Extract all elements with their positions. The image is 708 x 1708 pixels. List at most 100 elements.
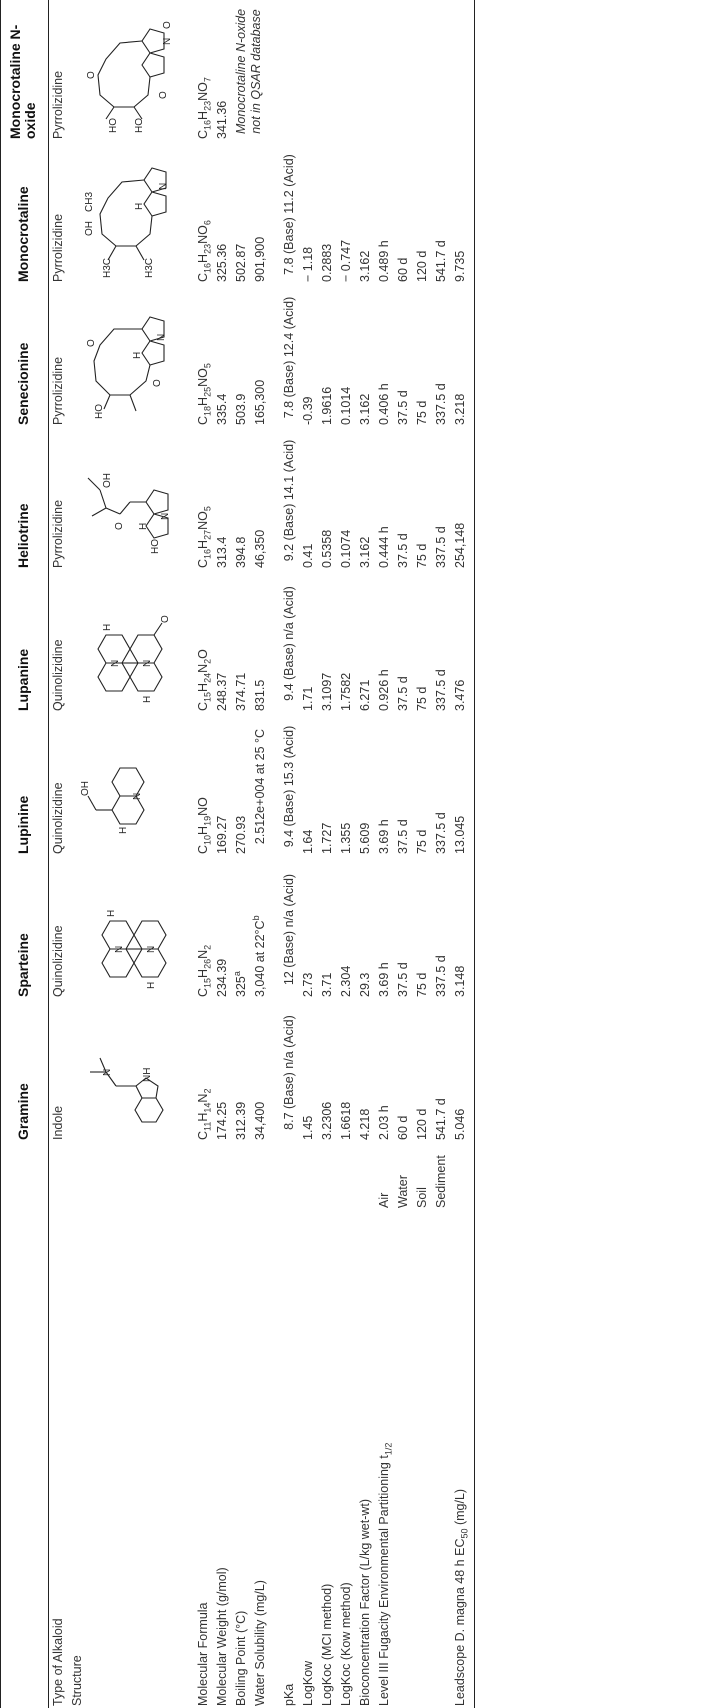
struct-label: N bbox=[158, 183, 169, 190]
cell: 29.3 bbox=[358, 972, 372, 997]
cell: 0.41 bbox=[301, 543, 315, 568]
cell-empty bbox=[375, 0, 394, 143]
cell: 3.1097 bbox=[320, 672, 334, 711]
header-lupinine: Lupinine bbox=[0, 715, 49, 858]
cell: 0.406 h bbox=[377, 383, 391, 425]
row-label: Water Solubility (mg/L) bbox=[253, 1580, 267, 1706]
struct-label: N bbox=[110, 660, 121, 667]
row-label-text: Level III Fugacity Environmental Partiti… bbox=[377, 1455, 391, 1706]
struct-label: HO bbox=[108, 118, 119, 133]
cell: 0.489 h bbox=[377, 240, 391, 282]
cell: 3.148 bbox=[451, 858, 475, 1001]
row-label-subscript: 1/2 bbox=[383, 1442, 394, 1456]
row-fugacity-soil: Soil 120 d 75 d 75 d 75 d 75 d 75 d 120 … bbox=[413, 0, 432, 1708]
row-logkoc-mci: LogKoc (MCI method) 3.2306 3.71 1.727 3.… bbox=[318, 0, 337, 1708]
row-label-empty bbox=[394, 1208, 413, 1708]
cell-empty bbox=[356, 0, 375, 143]
cell-empty bbox=[394, 0, 413, 143]
cell: Quinolizidine bbox=[51, 639, 65, 711]
cell: 9.4 (Base) 15.3 (Acid) bbox=[282, 725, 296, 848]
sub-label: Soil bbox=[415, 1187, 429, 1208]
cell: 270.93 bbox=[234, 815, 248, 854]
cell-empty bbox=[280, 0, 299, 143]
cell-formula: C11H14N2 bbox=[196, 1088, 213, 1140]
cell: 7.8 (Base) 11.2 (Acid) bbox=[282, 154, 296, 275]
cell-value: 325 bbox=[234, 976, 248, 997]
row-label: LogKoc (Kow method) bbox=[339, 1582, 353, 1706]
cell-formula: C15H24N2O bbox=[196, 649, 213, 711]
cell: 37.5 d bbox=[396, 819, 410, 854]
cell: 541.7 d bbox=[434, 240, 448, 282]
header-blank bbox=[0, 1144, 49, 1708]
cell: 3.162 bbox=[358, 250, 372, 282]
sub-label: Sediment bbox=[434, 1155, 448, 1208]
cell: Pyrrolizidine bbox=[51, 356, 65, 425]
cell-formula: C18H25NO5 bbox=[196, 363, 213, 425]
cell: 503.9 bbox=[234, 393, 248, 425]
struct-label: H3C bbox=[102, 258, 113, 278]
cell: 3.162 bbox=[358, 536, 372, 568]
row-fugacity-sediment: Sediment 541.7 d 337.5 d 337.5 d 337.5 d… bbox=[432, 0, 451, 1708]
cell: 1.6618 bbox=[339, 1101, 353, 1140]
struct-label: H bbox=[106, 910, 117, 917]
cell: 312.39 bbox=[234, 1101, 248, 1140]
cell: 2.73 bbox=[301, 972, 315, 997]
cell: 0.926 h bbox=[377, 669, 391, 711]
struct-label: OH bbox=[102, 473, 113, 488]
cell: 60 d bbox=[396, 1115, 410, 1140]
cell: 341.36 bbox=[215, 100, 229, 139]
sparteine-structure-image: N N H H bbox=[101, 910, 167, 989]
row-label: pKa bbox=[282, 1683, 296, 1706]
cell-formula: C16H27NO5 bbox=[196, 506, 213, 568]
cell-structure-heliotrine: HO N O OH H bbox=[68, 429, 194, 572]
struct-label: N bbox=[114, 946, 125, 953]
cell: 37.5 d bbox=[396, 533, 410, 568]
cell: 3.476 bbox=[451, 572, 475, 715]
struct-label: N bbox=[142, 660, 153, 667]
row-bcf: Bioconcentration Factor (L/kg wet-wt) 4.… bbox=[356, 0, 375, 1708]
cell: 13.045 bbox=[451, 715, 475, 858]
cell: 502.87 bbox=[234, 243, 248, 282]
row-type: Type of Alkaloid Indole Quinolizidine Qu… bbox=[49, 0, 69, 1708]
heliotrine-structure-image: HO N O OH H bbox=[87, 473, 171, 554]
struct-label: O bbox=[86, 71, 97, 79]
cell-formula: C16H23NO7 bbox=[196, 77, 213, 139]
cell: 120 d bbox=[415, 1108, 429, 1140]
row-ws: Water Solubility (mg/L) 34,400 3,040 at … bbox=[251, 0, 270, 1708]
cell-structure-lupinine: OH N H bbox=[68, 715, 194, 858]
cell: 0.2883 bbox=[320, 243, 334, 282]
struct-label: O bbox=[86, 339, 97, 347]
struct-label: O bbox=[152, 379, 163, 387]
struct-label: OH bbox=[80, 781, 91, 796]
cell: 6.271 bbox=[358, 679, 372, 711]
row-fugacity-water: Water 60 d 37.5 d 37.5 d 37.5 d 37.5 d 3… bbox=[394, 0, 413, 1708]
row-label: Molecular Weight (g/mol) bbox=[215, 1567, 229, 1706]
struct-label: HO bbox=[134, 118, 145, 133]
cell-formula: C15H26N2 bbox=[196, 944, 213, 997]
row-fugacity-air: Level III Fugacity Environmental Partiti… bbox=[375, 0, 394, 1708]
cell: Pyrrolizidine bbox=[51, 70, 65, 139]
cell-empty bbox=[318, 0, 337, 143]
cell: − 1.18 bbox=[301, 246, 315, 282]
cell: 1.727 bbox=[320, 822, 334, 854]
spacer-row bbox=[270, 0, 280, 1708]
cell: 75 d bbox=[415, 686, 429, 711]
cell: Quinolizidine bbox=[51, 782, 65, 854]
cell-empty bbox=[432, 0, 451, 143]
struct-label: NH bbox=[142, 1068, 153, 1082]
cell: 60 d bbox=[396, 257, 410, 282]
sub-label: Water bbox=[396, 1175, 410, 1208]
cell: 831.5 bbox=[253, 679, 267, 711]
cell-structure-monocrotaline: OH CH3 H3C H3C N H bbox=[68, 143, 194, 286]
row-mw: Molecular Weight (g/mol) 174.25 234.39 1… bbox=[213, 0, 232, 1708]
struct-label: H bbox=[102, 624, 113, 631]
row-label-subscript: 50 bbox=[459, 1528, 470, 1539]
cell: 337.5 d bbox=[434, 526, 448, 568]
row-logkow: LogKow 1.45 2.73 1.64 1.71 0.41 -0.39 − … bbox=[299, 0, 318, 1708]
cell: -0.39 bbox=[301, 396, 315, 426]
cell-empty bbox=[299, 0, 318, 143]
cell-structure-lupanine: O N N H H bbox=[68, 572, 194, 715]
header-senecionine: Senecionine bbox=[0, 286, 49, 429]
cell: 169.27 bbox=[215, 815, 229, 854]
struct-label: N bbox=[162, 38, 173, 45]
